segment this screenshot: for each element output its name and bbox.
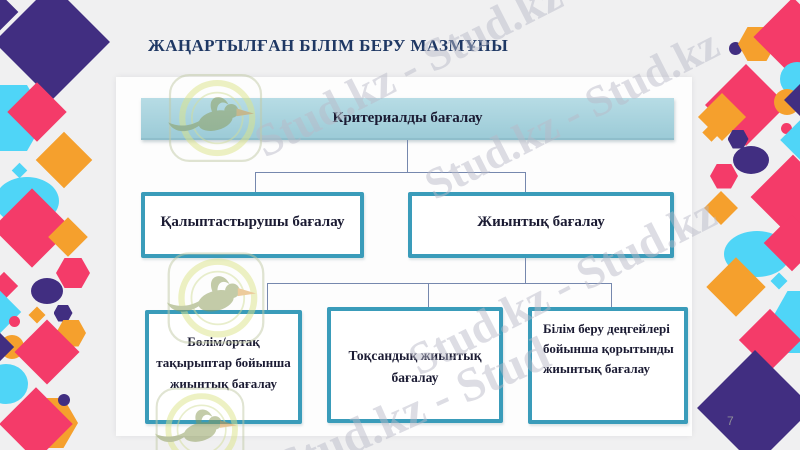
decor-diamond [11, 162, 27, 178]
connector-root-down [407, 140, 408, 173]
diagram-box-term-summative-label: Тоқсандық жиынтық бағалау [348, 348, 482, 385]
decor-diamond [770, 272, 788, 290]
decor-diamond [28, 306, 46, 324]
decor-ellipse [31, 278, 63, 304]
decor-circle [780, 122, 792, 134]
decor-circle [8, 315, 20, 327]
diagram-box-final-summative-label: Білім беру деңгейлері бойынша қорытынды … [543, 321, 674, 377]
page-number: 7 [727, 414, 734, 428]
diagram-box-term-summative: Тоқсандық жиынтық бағалау [327, 307, 503, 423]
diagram-box-summative-label: Жиынтық бағалау [477, 213, 605, 230]
decor-hexagon [56, 258, 90, 288]
connector-summative-down [525, 258, 526, 284]
diagram-box-summative: Жиынтық бағалау [408, 192, 674, 258]
connector-level2-horizontal [255, 172, 526, 173]
diagram-root-label: Критериалды бағалау [332, 109, 483, 126]
connector-level3-horizontal [267, 283, 612, 284]
decor-circle [728, 41, 742, 55]
connector-level2-left-drop [255, 172, 256, 192]
decor-diamond [704, 191, 738, 225]
decor-hexagon [727, 129, 749, 149]
decor-diamond [0, 290, 22, 334]
decor-hexagon [710, 163, 738, 189]
diagram-box-section-summative-label: Бөлім/ортақ тақырыптар бойынша жиынтық б… [156, 334, 291, 391]
connector-level3-drop-3 [611, 283, 612, 307]
diagram-box-formative-label: Қалыптастырушы бағалау [160, 213, 345, 230]
decor-hexagon [53, 304, 73, 322]
connector-level2-right-drop [525, 172, 526, 192]
diagram-box-section-summative: Бөлім/ортақ тақырыптар бойынша жиынтық б… [145, 310, 302, 424]
decor-ellipse [733, 146, 769, 174]
diagram-root-box: Критериалды бағалау [141, 98, 674, 140]
connector-level3-drop-1 [267, 283, 268, 310]
decor-circle [58, 394, 70, 406]
slide-title: ЖАҢАРТЫЛҒАН БІЛІМ БЕРУ МАЗМҰНЫ [148, 36, 509, 55]
diagram-box-formative: Қалыптастырушы бағалау [141, 192, 364, 258]
diagram-box-final-summative: Білім беру деңгейлері бойынша қорытынды … [528, 307, 688, 424]
connector-level3-drop-2 [428, 283, 429, 307]
decor-diamond [697, 350, 800, 450]
decor-diamond [0, 0, 110, 100]
